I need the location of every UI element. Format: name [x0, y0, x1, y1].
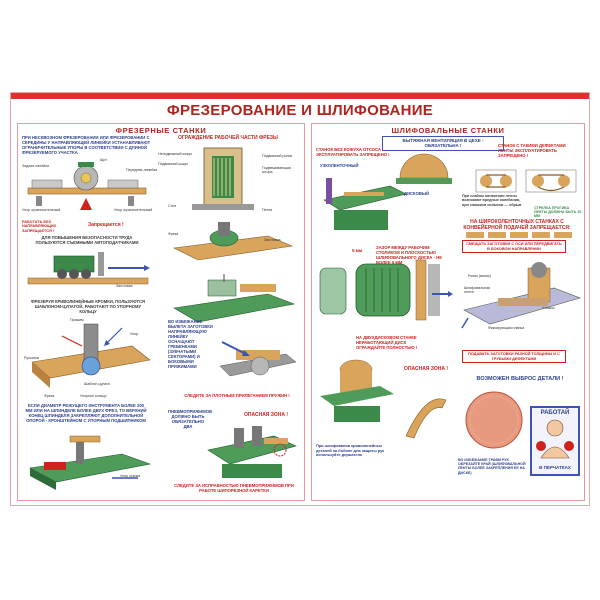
- gap-value: 5 мм: [352, 248, 363, 253]
- label-fixed-cover: Неподвижный кожух: [158, 152, 193, 156]
- label-fix-bar: Фиксирующая планка: [488, 326, 525, 330]
- no-guides-warning: Работать без направляющих запрещается !: [22, 220, 57, 233]
- kickback-note: ВО ИЗБЕЖАНИЕ ВЫЛЕТА ЗАГОТОВКИ НАПРАВЛЯЮЩ…: [168, 319, 213, 369]
- disk-sander-illustration: [396, 153, 452, 184]
- ventilation-box: ВЫТЯЖНАЯ ВЕНТИЛЯЦИЯ В ЦЕХЕ - ОБЯЗАТЕЛЬНА…: [382, 136, 504, 151]
- curve-milling-note: ФРЕЗЕРУЯ КРИВОЛИНЕЙНЫЕ КРОМКИ, ПОЛЬЗУЮТС…: [30, 299, 146, 314]
- label-curtain: Подвешивающая штора: [262, 166, 291, 174]
- template-milling-illustration: [31, 323, 151, 388]
- gap-note: ЗАЗОР МЕЖДУ РАБОЧИМ СТОЛИКОМ И ПЛОСКОСТЬ…: [376, 245, 442, 265]
- conveyor-forbidden: НА ШИРОКОЛЕНТОЧНЫХ СТАНКАХ С КОНВЕЙЕРНОЙ…: [463, 219, 571, 231]
- spindle-note: ЕСЛИ ДИАМЕТР РЕЖУЩЕГО ИНСТРУМЕНТА БОЛЕЕ …: [25, 403, 147, 423]
- narrow-belt-label: УЗКОЛЕНТОЧНЫЙ: [320, 163, 359, 168]
- label-stop-left: Упор ограничительный: [22, 208, 61, 212]
- defect-belt-warning: СТАНОК С ТАКИМИ ДЕФЕКТАМИ ЛЕНТЫ ЭКСПЛУАТ…: [498, 143, 566, 158]
- label-roller: Ролик (валик): [468, 274, 491, 278]
- spindle-bracket-illustration: [29, 435, 152, 490]
- label-belt: Шлифовальная лента: [464, 286, 491, 294]
- ejection-warning: ВОЗМОЖЕН ВЫБРОС ДЕТАЛИ !: [476, 376, 564, 382]
- sanding-disk-illustration: [465, 391, 523, 449]
- label-cutter-2: Фреза: [168, 232, 179, 236]
- label-stop: Упор: [130, 332, 139, 336]
- label-cutter: Фреза: [44, 394, 55, 398]
- double-disk-note: НА ДВУХДИСКОВОМ СТАНКЕ НЕРАБОТАЮЩИЙ ДИСК…: [356, 335, 418, 350]
- autofeeder-illustration: [27, 252, 150, 285]
- wide-belt-sander: [461, 262, 581, 329]
- curved-part-illustration: [405, 398, 447, 439]
- label-front-rule: Передняя линейка: [126, 168, 158, 172]
- label-clamp: Прижим: [70, 318, 84, 322]
- guard-heading: ОГРАЖДЕНИЕ РАБОЧЕЙ ЧАСТИ ФРЕЗЫ: [178, 135, 278, 141]
- comb-guide-illustration: [173, 274, 296, 323]
- grinding-section: ШЛИФОВАЛЬНЫЕ СТАНКИ ВЫТЯЖНАЯ ВЕНТИЛЯЦИЯ …: [311, 123, 585, 501]
- label-moving-roller: Подвижный ролик: [262, 154, 293, 158]
- label-table: Стол: [168, 204, 177, 208]
- label-stop-right: Упор ограничительный: [114, 208, 153, 212]
- tension-note: При слабом натяжении ленты возникают вре…: [462, 194, 522, 207]
- guide-stops-illustration: [27, 162, 147, 210]
- gloves-badge: РАБОТАЙ В ПЕРЧАТКАХ: [530, 406, 580, 476]
- label-back-rule: Задняя линейка: [22, 164, 49, 168]
- milling-heading: ФРЕЗЕРНЫЕ СТАНКИ: [115, 126, 207, 135]
- conveyor-strip-top: [466, 232, 572, 238]
- belt-sag-note: СТРЕЛКА ПРОГИБА ЛЕНТЫ ДОЛЖНА БЫТЬ 20 мм: [534, 206, 582, 219]
- forbidden-tag: Запрещается !: [88, 222, 124, 228]
- label-machine-stop: Упор станка: [120, 474, 141, 478]
- label-handle: Рукоятка: [24, 356, 40, 360]
- milling-intro: ПРИ НЕСКВОЗНОМ ФРЕЗЕРОВАНИИ ИЛИ ФРЕЗЕРОВ…: [22, 135, 151, 155]
- pneumo-bottom-note: СЛЕДИТЕ ЗА ИСПРАВНОСТЬЮ ПНЕВМОПРИЖИМОВ П…: [174, 483, 294, 493]
- label-hinge: Петля: [262, 208, 273, 212]
- label-template: Шаблон-цулага: [84, 382, 110, 386]
- label-ring: Упорное кольцо: [80, 394, 107, 398]
- narrow-belt-sander: [323, 178, 407, 230]
- danger-zone-right: ОПАСНАЯ ЗОНА !: [404, 366, 449, 372]
- disk-label: ДИСКОВЫЙ: [404, 191, 429, 196]
- danger-zone-left: ОПАСНАЯ ЗОНА !: [244, 412, 289, 418]
- conveyor-rule-1: СМЕЩАТЬ ЗАГОТОВКИ С ОСИ ИЛИ ПЕРЕДВИГАТЬ …: [462, 240, 566, 254]
- bobbin-holder-note: При шлифовании криволинейных деталей на …: [316, 443, 385, 458]
- top-stripe: [11, 93, 589, 99]
- label-iron: Утюжок: [542, 306, 555, 310]
- safety-poster: ФРЕЗЕРОВАНИЕ И ШЛИФОВАНИЕ ФРЕЗЕРНЫЕ СТАН…: [10, 92, 590, 506]
- label-workpiece: Заготовка: [116, 284, 133, 288]
- tenoning-carriage-illustration: [207, 426, 297, 478]
- gloves-badge-top: РАБОТАЙ: [540, 410, 570, 416]
- label-shield: Щит: [100, 158, 108, 162]
- belt-tension-illustration: [475, 169, 577, 193]
- guard-installed-illustration: [172, 222, 294, 261]
- conveyor-rule-2: ПОДАВАТЬ ЗАГОТОВКИ РАЗНОЙ ТОЛЩИНЫ И С ГР…: [462, 350, 566, 364]
- milling-section: ФРЕЗЕРНЫЕ СТАНКИ ПРИ НЕСКВОЗНОМ ФРЕЗЕРОВ…: [17, 123, 305, 501]
- cutter-guard-illustration: [192, 147, 254, 210]
- grinding-heading: ШЛИФОВАЛЬНЫЕ СТАНКИ: [391, 126, 505, 135]
- label-blank: Заготовка: [264, 238, 281, 242]
- bobbin-sander: [320, 359, 394, 422]
- no-cover-warning: СТАНОК БЕЗ КОЖУХА ОТСОСА ЭКСПЛУАТИРОВАТЬ…: [316, 147, 390, 157]
- pneumo-note: ПНЕВМОПРИЖИМОВ ДОЛЖНО БЫТЬ ОБЯЗАТЕЛЬНО Д…: [168, 409, 212, 429]
- comb-sector-illustration: [219, 341, 297, 377]
- autofeed-note: ДЛЯ ПОВЫШЕНИЯ БЕЗОПАСНОСТИ ТРУДА ПОЛЬЗУЮ…: [35, 235, 139, 245]
- gloves-badge-bottom: В ПЕРЧАТКАХ: [539, 465, 571, 470]
- label-moving-cover: Подвижный кожух: [158, 162, 189, 166]
- spring-warning: СЛЕДИТЕ ЗА ПЛОТНЫМ ПРИЛЕГАНИЕМ ПРУЖИН !: [184, 393, 290, 398]
- double-disk-sander: [319, 259, 453, 321]
- worker-gloves-icon: [536, 419, 574, 459]
- trim-edge-note: ВО ИЗБЕЖАНИЕ ТРАВМ РУК ОБРЕЗАЙТЕ КРАЙ (Ш…: [458, 458, 526, 475]
- poster-title: ФРЕЗЕРОВАНИЕ И ШЛИФОВАНИЕ: [166, 102, 434, 119]
